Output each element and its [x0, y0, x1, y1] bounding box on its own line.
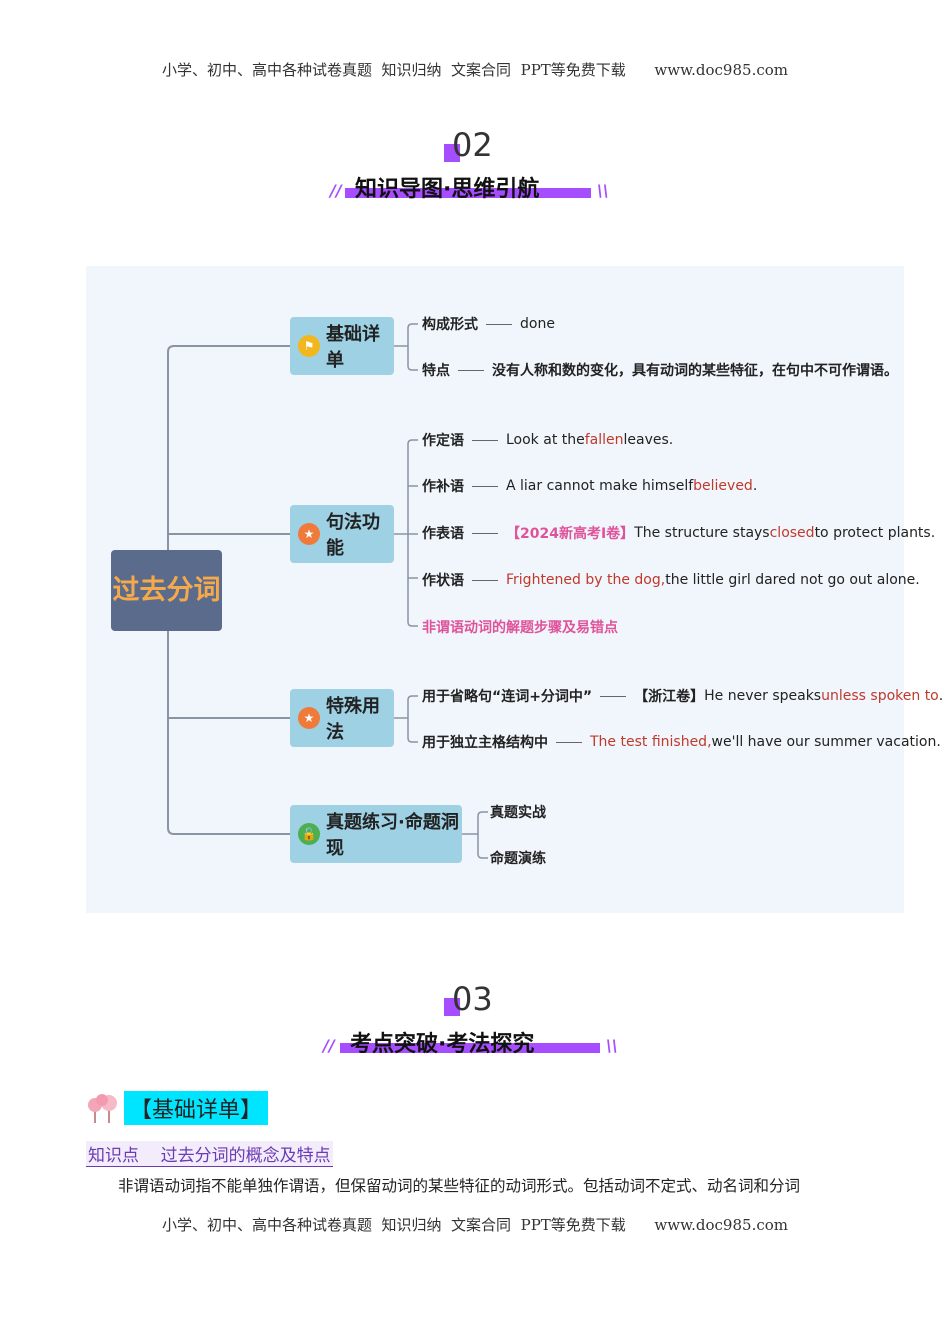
- leaf-absolute: 用于独立主格结构中 The test finished,we'll have o…: [422, 734, 941, 751]
- title-underline: [345, 188, 591, 198]
- leaf-real-exam: 真题实战: [490, 805, 546, 821]
- section-title: 考点突破·考法探究: [350, 1032, 535, 1057]
- section-number: 02: [452, 126, 493, 164]
- branch-label: 基础详单: [326, 324, 380, 371]
- flag-icon: ⚑: [298, 335, 320, 357]
- branch-basic: ⚑ 基础详单: [290, 317, 394, 375]
- mind-map-root: 过去分词: [111, 550, 222, 631]
- branch-label: 真题练习·命题洞现: [326, 812, 459, 859]
- slash-left: //: [323, 1036, 335, 1055]
- leaf-adverbial: 作状语 Frightened by the dog,the little gir…: [422, 572, 920, 589]
- tree-icon: [86, 1091, 120, 1125]
- page-header: 小学、初中、高中各种试卷真题 知识归纳 文案合同 PPT等免费下载 www.do…: [161, 61, 788, 79]
- branch-label: 特殊用法: [326, 696, 380, 743]
- number-accent: [444, 144, 460, 162]
- branch-syntax: ★ 句法功能: [290, 505, 394, 563]
- slash-right: \\: [597, 181, 609, 200]
- page-footer: 小学、初中、高中各种试卷真题 知识归纳 文案合同 PPT等免费下载 www.do…: [161, 1216, 788, 1234]
- slash-left: //: [330, 181, 342, 200]
- mind-map: 过去分词 ⚑ 基础详单 ★ 句法功能 ★ 特殊用法 🔓 真题练习·命题洞现 构成…: [86, 266, 943, 913]
- mind-map-connectors: [167, 323, 488, 859]
- star-icon: ★: [298, 523, 320, 545]
- leaf-tips: 非谓语动词的解题步骤及易错点: [422, 620, 618, 636]
- leaf-feature: 特点 没有人称和数的变化，具有动词的某些特征，在句中不可作谓语。: [422, 363, 898, 379]
- slash-right: \\: [606, 1036, 618, 1055]
- basic-section-heading: 【基础详单】: [86, 1091, 269, 1125]
- body-paragraph: 非谓语动词指不能单独作谓语，但保留动词的某些特征的动词形式。包括动词不定式、动名…: [118, 1177, 801, 1195]
- title-underline: [340, 1043, 600, 1053]
- lock-icon: 🔓: [298, 823, 320, 845]
- branch-label: 句法功能: [326, 512, 380, 559]
- section-title: 知识导图·思维引航: [355, 177, 540, 202]
- leaf-structure: 构成形式 done: [422, 316, 555, 333]
- star-icon: ★: [298, 707, 320, 729]
- section-number: 03: [452, 980, 493, 1018]
- number-accent: [444, 998, 460, 1016]
- branch-special: ★ 特殊用法: [290, 689, 394, 747]
- basic-section-label: 【基础详单】: [124, 1091, 269, 1125]
- knowledge-point-title: 知识点 过去分词的概念及特点: [86, 1141, 333, 1167]
- branch-practice: 🔓 真题练习·命题洞现: [290, 805, 462, 863]
- leaf-drill: 命题演练: [490, 851, 546, 867]
